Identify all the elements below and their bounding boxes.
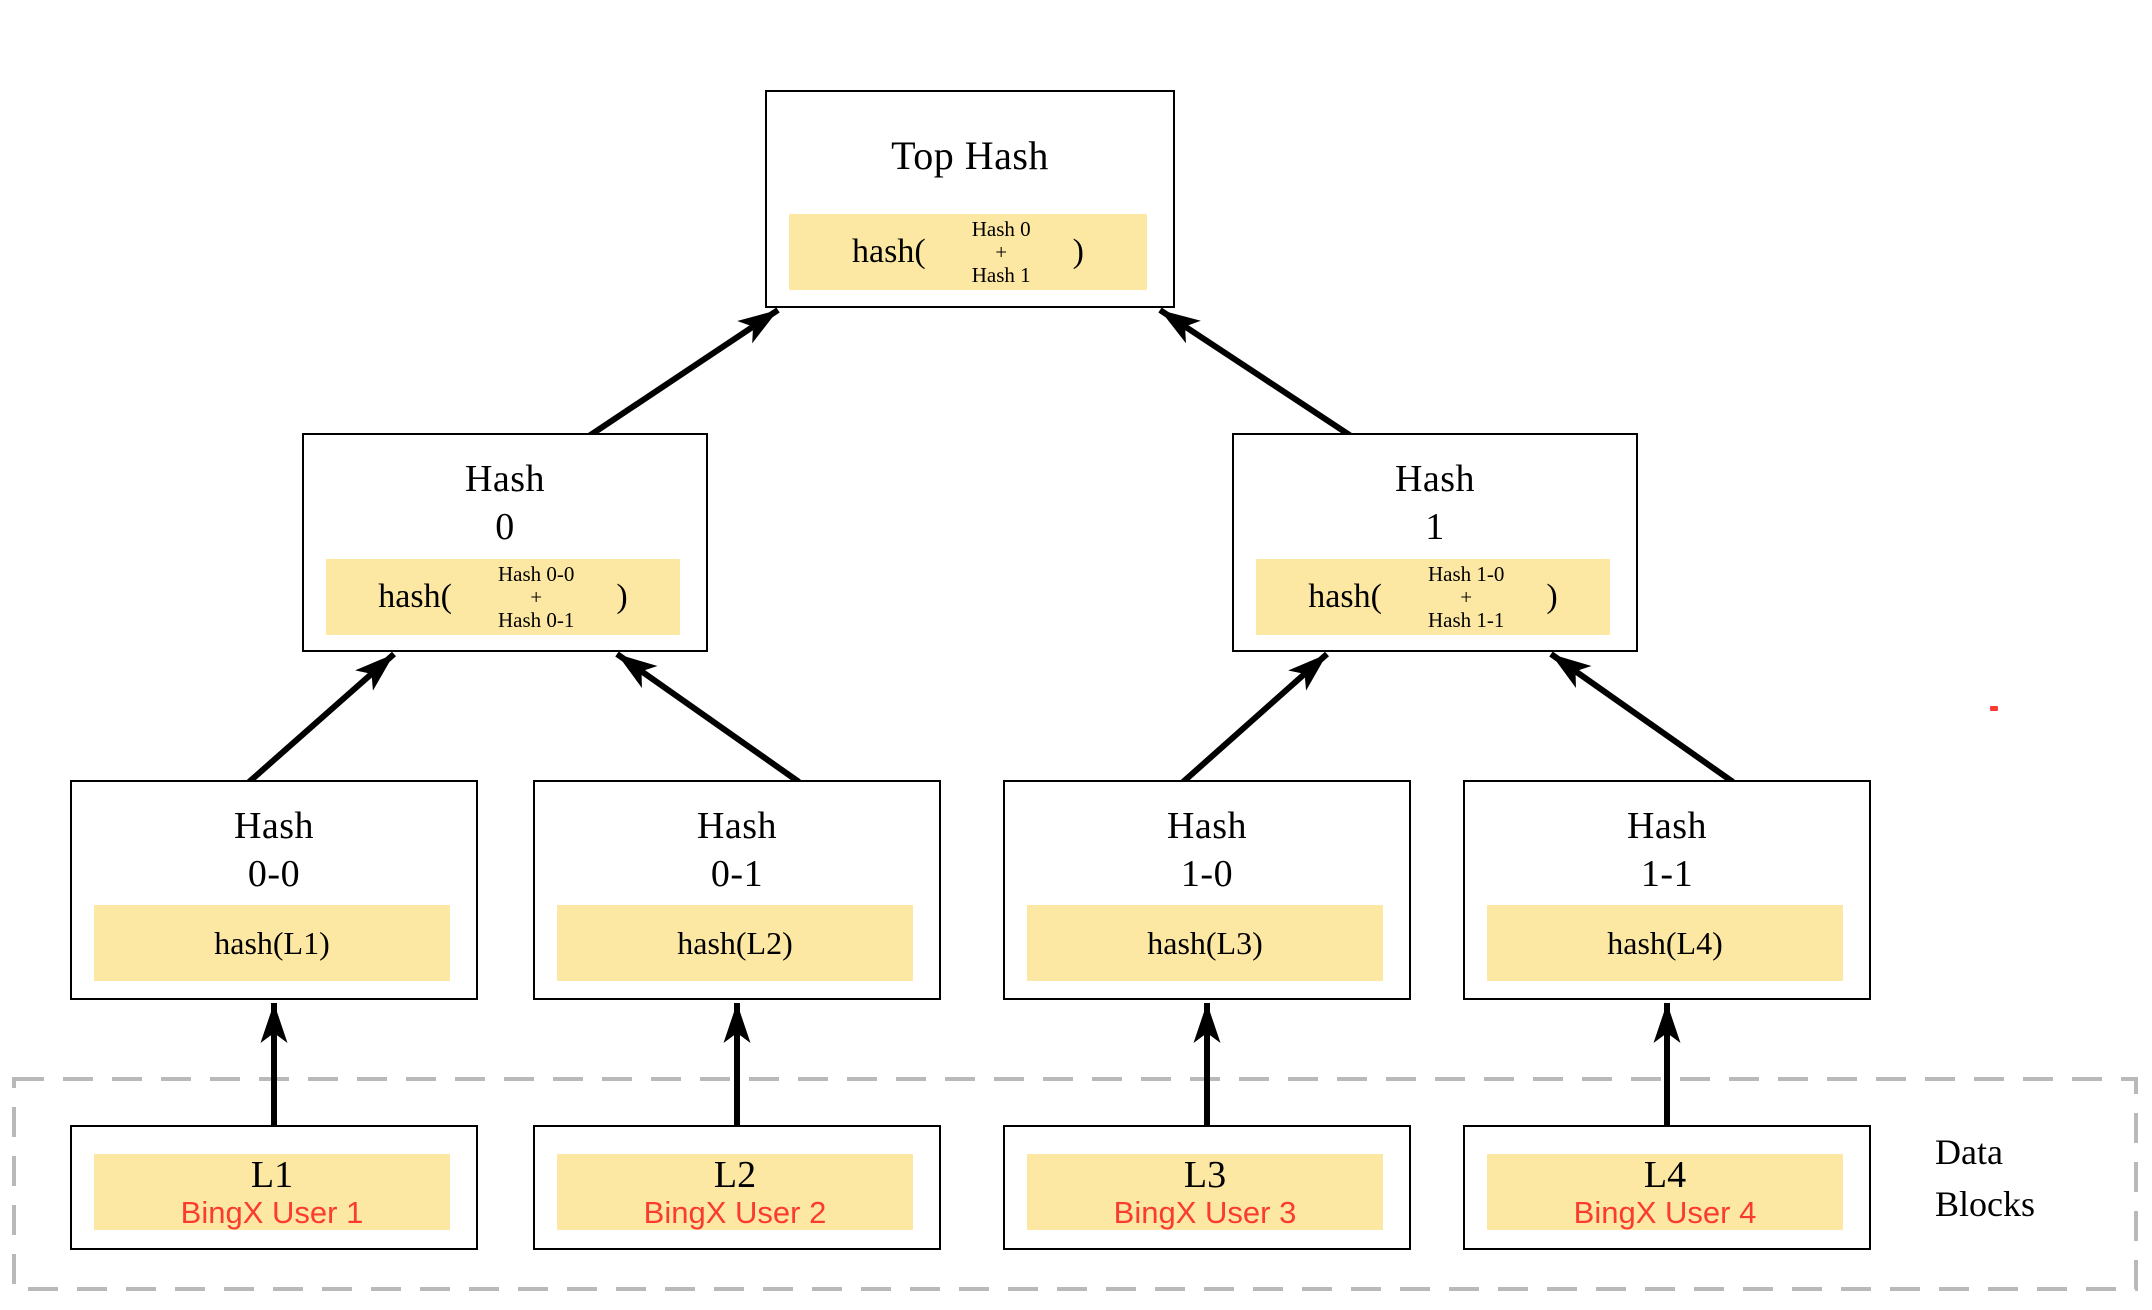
data-block-subtitle: BingX User 4	[1573, 1195, 1757, 1230]
node-title-line1: Hash	[696, 805, 778, 847]
formula-prefix: hash(	[852, 233, 926, 270]
formula-operand-top: Hash 1-0	[1427, 561, 1505, 586]
data-blocks-label-line2: Blocks	[1935, 1184, 2036, 1224]
hash-formula-box: hash( Hash 0-0 + Hash 0-1 )	[326, 559, 680, 635]
node-hash-0-0: Hash 0-0 hash(L1)	[70, 780, 478, 1000]
data-block-label: L2	[713, 1154, 757, 1196]
formula-operands: Hash 0 + Hash 1	[971, 216, 1031, 287]
node-title: Hash 0	[304, 455, 706, 551]
data-block-l3: L3 BingX User 3	[1003, 1125, 1411, 1250]
formula-operand-bottom: Hash 0-1	[497, 607, 575, 632]
node-title-line2: 1-0	[1180, 853, 1234, 895]
formula-operand-bottom: Hash 1-1	[1427, 607, 1505, 632]
data-blocks-label: Data Blocks	[1935, 1126, 2035, 1230]
node-title: Hash 1	[1234, 455, 1636, 551]
arrow-hash11-to-hash1	[1549, 651, 1735, 785]
data-block-l4: L4 BingX User 4	[1463, 1125, 1871, 1250]
formula-prefix: hash(	[1308, 578, 1382, 615]
node-title: Hash 1-1	[1465, 802, 1869, 898]
arrow-hash10-to-hash1	[1181, 651, 1329, 785]
hash-formula-box: hash(L4)	[1487, 905, 1843, 981]
leaf-formula: hash(L3)	[1147, 924, 1263, 961]
leaf-formula: hash(L1)	[214, 924, 330, 961]
arrow-hash00-to-hash0	[247, 651, 396, 785]
hash-formula-box: hash( Hash 1-0 + Hash 1-1 )	[1256, 559, 1610, 635]
formula-suffix: )	[616, 578, 628, 615]
node-title-line1: Hash	[1166, 805, 1248, 847]
data-blocks-label-line1: Data	[1935, 1132, 2003, 1172]
formula-operator: +	[1460, 584, 1473, 609]
formula-operand-top: Hash 0-0	[497, 561, 575, 586]
formula-suffix: )	[1546, 578, 1558, 615]
arrow-hash01-to-hash0	[615, 651, 801, 785]
data-block-label: L1	[250, 1154, 294, 1196]
data-block-l1: L1 BingX User 1	[70, 1125, 478, 1250]
hash-formula-box: hash(L1)	[94, 905, 450, 981]
data-block-highlight: L3 BingX User 3	[1027, 1154, 1383, 1230]
node-title: Hash 0-0	[72, 802, 476, 898]
formula-operator: +	[530, 584, 543, 609]
data-block-label: L3	[1183, 1154, 1227, 1196]
formula-operand-top: Hash 0	[971, 216, 1031, 241]
node-title-line2: 1	[1425, 506, 1445, 548]
node-top-hash: Top Hash hash( Hash 0 + Hash 1 )	[765, 90, 1175, 308]
leaf-formula: hash(L2)	[677, 924, 793, 961]
data-blocks-region-outline	[12, 1077, 2138, 1291]
node-title-line1: Hash	[464, 458, 546, 500]
node-title-line1: Hash	[1394, 458, 1476, 500]
formula-operand-bottom: Hash 1	[971, 262, 1031, 287]
data-block-subtitle: BingX User 3	[1113, 1195, 1297, 1230]
formula-prefix: hash(	[378, 578, 452, 615]
node-title: Hash 0-1	[535, 802, 939, 898]
node-hash-1-0: Hash 1-0 hash(L3)	[1003, 780, 1411, 1000]
leaf-formula: hash(L4)	[1607, 924, 1723, 961]
node-title: Top Hash	[891, 133, 1049, 178]
node-hash-1-1: Hash 1-1 hash(L4)	[1463, 780, 1871, 1000]
stray-red-mark	[1990, 706, 1998, 711]
formula-suffix: )	[1072, 233, 1084, 270]
hash-formula-box: hash( Hash 0 + Hash 1 )	[789, 214, 1147, 290]
formula-operands: Hash 0-0 + Hash 0-1	[497, 561, 575, 632]
data-block-subtitle: BingX User 1	[180, 1195, 364, 1230]
data-block-label: L4	[1643, 1154, 1687, 1196]
node-title-line2: 0-0	[247, 853, 301, 895]
node-hash-1: Hash 1 hash( Hash 1-0 + Hash 1-1 )	[1232, 433, 1638, 652]
data-block-l2: L2 BingX User 2	[533, 1125, 941, 1250]
node-title-line1: Hash	[1626, 805, 1708, 847]
formula-operator: +	[995, 239, 1008, 264]
arrow-hash0-to-top	[587, 307, 780, 439]
hash-formula-box: hash(L3)	[1027, 905, 1383, 981]
node-hash-0: Hash 0 hash( Hash 0-0 + Hash 0-1 )	[302, 433, 708, 652]
data-block-highlight: L4 BingX User 4	[1487, 1154, 1843, 1230]
arrow-hash1-to-top	[1158, 307, 1353, 439]
data-block-highlight: L1 BingX User 1	[94, 1154, 450, 1230]
node-hash-0-1: Hash 0-1 hash(L2)	[533, 780, 941, 1000]
node-title-line2: 0	[495, 506, 515, 548]
data-block-highlight: L2 BingX User 2	[557, 1154, 913, 1230]
hash-formula-box: hash(L2)	[557, 905, 913, 981]
node-title-line2: 0-1	[710, 853, 764, 895]
node-title-line1: Hash	[233, 805, 315, 847]
node-title: Hash 1-0	[1005, 802, 1409, 898]
data-block-subtitle: BingX User 2	[643, 1195, 827, 1230]
node-title-line2: 1-1	[1640, 853, 1694, 895]
formula-operands: Hash 1-0 + Hash 1-1	[1427, 561, 1505, 632]
